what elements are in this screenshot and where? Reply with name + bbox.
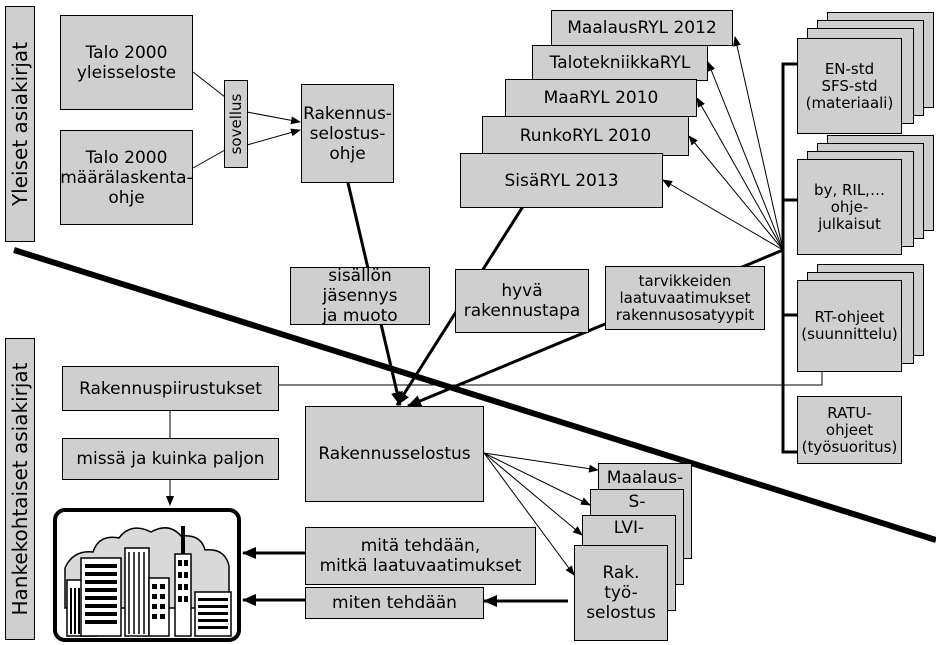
tarvikkeiden-laatuvaatimukset-box: tarvikkeiden laatuvaatimukset rakennusos…: [605, 266, 765, 330]
talo-2000-yleisseloste-box: Talo 2000 yleisseloste: [60, 15, 193, 110]
by-ril-box: by, RIL,… ohje- julkaisut: [797, 159, 902, 255]
taloteknikka-ryl-box: TalotekniikkaRYL: [532, 45, 708, 81]
rakennusselostusohje-box: Rakennus- selostus- ohje: [301, 84, 394, 183]
project-docs-side-label: Hankekohtaiset asiakirjat: [5, 338, 35, 640]
missa-ja-kuinka-paljon-box: missä ja kuinka paljon: [62, 438, 279, 480]
ratu-ohjeet-box: RATU- ohjeet (työsuoritus): [797, 396, 902, 464]
hyva-rakennustapa-box: hyvä rakennustapa: [455, 269, 589, 333]
rakennuspiirustukset-box: Rakennuspiirustukset: [62, 366, 279, 411]
runko-ryl-box: RunkoRYL 2010: [482, 116, 689, 156]
general-docs-side-label: Yleiset asiakirjat: [5, 6, 35, 242]
rt-ohjeet-box: RT-ohjeet (suunnittelu): [797, 280, 902, 372]
rakennusselostus-box: Rakennusselostus: [305, 406, 484, 502]
maalaus-ryl-box: MaalausRYL 2012: [551, 10, 733, 46]
talo-2000-maaralaskenta-box: Talo 2000 määrälaskenta- ohje: [60, 130, 193, 225]
miten-tehdaan-box: miten tehdään: [305, 587, 484, 619]
en-sfs-std-box: EN-std SFS-std (materiaali): [797, 38, 902, 134]
maa-ryl-box: MaaRYL 2010: [505, 79, 697, 117]
rak-tyoselostus-box: Rak. työ- selostus: [574, 545, 668, 641]
city-buildings-icon: [53, 508, 241, 642]
sovellus-box: sovellus: [224, 80, 248, 168]
sisallon-jasennys-box: sisällön jäsennys ja muoto: [290, 266, 430, 326]
mita-tehdaan-box: mitä tehdään, mitkä laatuvaatimukset: [305, 527, 536, 585]
sisa-ryl-box: SisäRYL 2013: [460, 153, 663, 208]
divider-line: [13, 247, 936, 543]
